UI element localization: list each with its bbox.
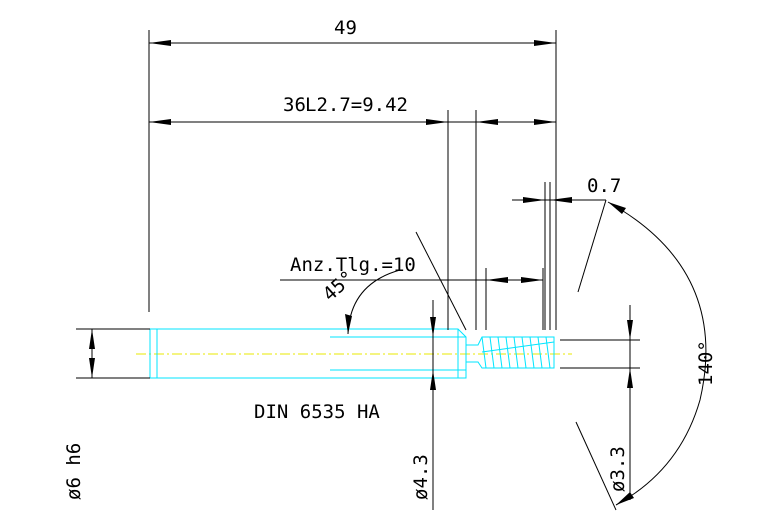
dim-chamfer-length: Anz.Tlg.=10 [290,254,416,276]
extension-lines [76,30,640,511]
dim-point-angle: 140° [695,340,717,386]
dim-thread-length: L2.7=9.42 [305,94,408,116]
standard-label: DIN 6535 HA [254,401,380,423]
dim-overall-length: 49 [334,17,357,39]
dimension-lines [89,40,707,510]
dim-neck-dia: ø4.3 [410,454,432,500]
dim-tip-dia: ø3.3 [607,446,629,492]
dim-shank-length: 36 [283,94,306,116]
dim-tip-offset: 0.7 [587,175,621,197]
dim-shank-dia: ø6 h6 [63,443,85,500]
